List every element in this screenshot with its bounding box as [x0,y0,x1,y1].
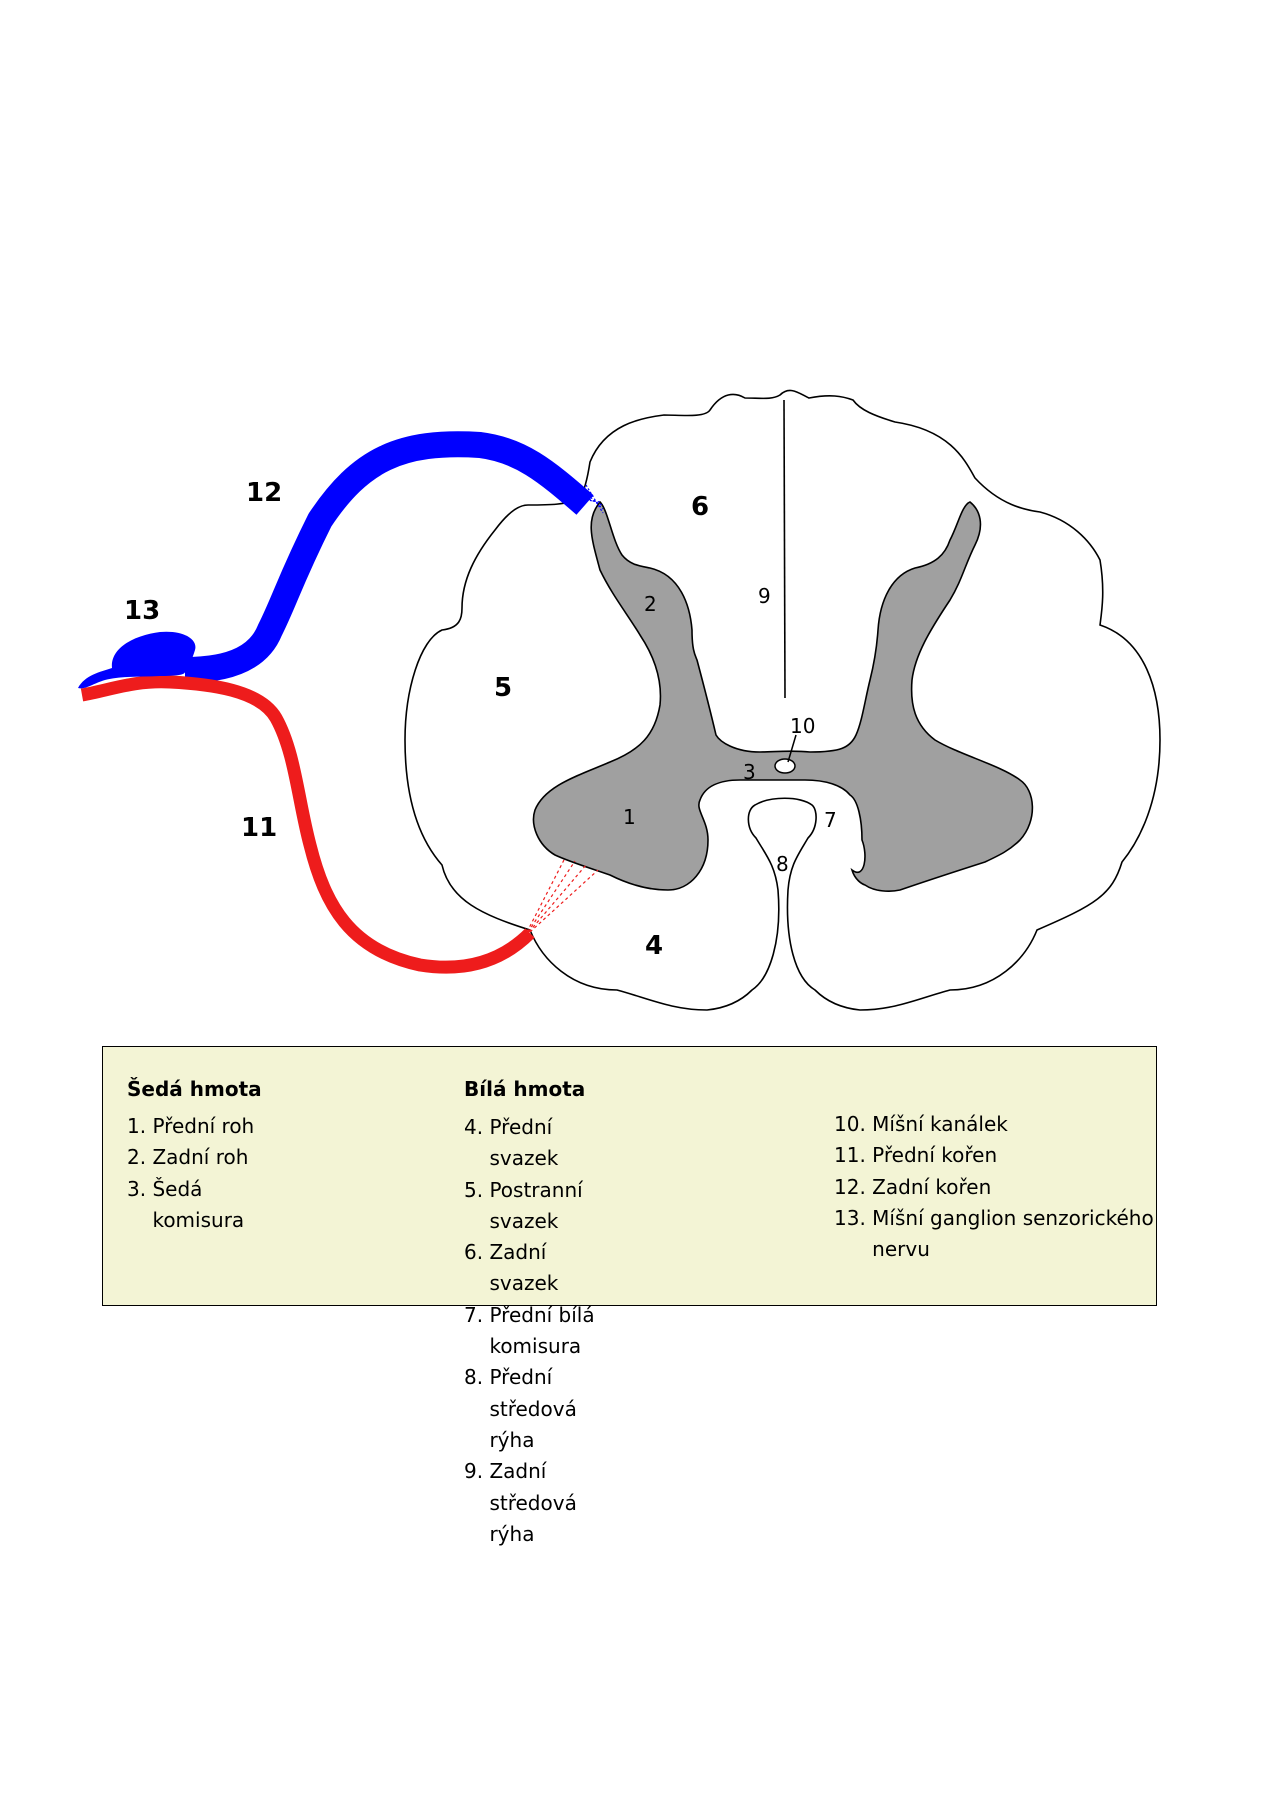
legend-item: 3. Šedá komisura [127,1174,244,1237]
legend-item: 6. Zadní svazek [464,1237,583,1300]
legend-grey-heading: Šedá hmota [127,1077,262,1101]
legend-box: Šedá hmota 1. Přední roh 2. Zadní roh 3.… [102,1046,1157,1546]
legend-item-text: Postranní svazek [489,1177,583,1233]
legend-item: 2. Zadní roh [127,1142,248,1173]
white-matter-outline [404,389,1161,1011]
legend-item: 5. Postranní svazek [464,1175,583,1238]
legend-item-text: Zadní svazek [489,1240,559,1296]
legend-item-number: 7. [464,1302,484,1327]
legend-item-number: 9. [464,1459,484,1484]
legend-item: 12. Zadní kořen [834,1172,1162,1203]
label-11: 11 [241,813,277,843]
legend-item-text: Zadní středová rýha [489,1459,577,1546]
legend-white-list: 4. Přední svazek 5. Postranní svazek 6. … [464,1112,595,1550]
label-8: 8 [776,852,789,876]
posterior-root [184,431,594,683]
legend-item-number: 11. [834,1143,866,1168]
spinal-ganglion [78,631,196,689]
label-4: 4 [645,931,663,961]
legend-item: 7. Přední bílá komisura [464,1300,595,1363]
label-2: 2 [644,592,657,616]
legend-item: 8. Přední středová rýha [464,1362,583,1456]
label-12: 12 [246,478,282,508]
label-10: 10 [790,714,815,738]
legend-item-number: 4. [464,1115,484,1139]
legend-grey-list: 1. Přední roh 2. Zadní roh 3. Šedá komis… [127,1111,254,1237]
central-canal-leader [787,734,797,763]
legend-item-number: 2. [127,1145,147,1170]
label-5: 5 [494,673,512,703]
label-1: 1 [623,805,636,829]
legend-item-text: Šedá komisura [152,1176,245,1232]
legend-item: 13. Míšní ganglion senzorického nervu [834,1203,1162,1266]
legend-white-heading: Bílá hmota [464,1077,586,1101]
legend-item-number: 8. [464,1365,484,1390]
label-13: 13 [124,596,160,626]
legend-item-text: Přední svazek [489,1115,559,1171]
legend-item-text: Přední kořen [872,1143,998,1168]
legend-item-text: Zadní roh [152,1145,249,1170]
legend-item-text: Míšní ganglion senzorického nervu [872,1205,1154,1262]
legend-item-text: Přední bílá komisura [489,1302,595,1359]
legend-item-number: 1. [127,1114,147,1138]
legend-item-text: Přední roh [152,1114,255,1138]
grey-matter [532,500,1034,892]
legend-item-text: Míšní kanálek [872,1112,1008,1136]
anterior-root-fibres [526,857,599,933]
label-7: 7 [824,808,837,832]
label-6: 6 [691,492,709,522]
legend-item-text: Zadní kořen [872,1174,992,1199]
legend-item-number: 12. [834,1174,866,1199]
legend-item: 10. Míšní kanálek [834,1109,1162,1140]
legend-item-number: 10. [834,1112,866,1136]
label-9: 9 [758,584,771,608]
legend-item-number: 13. [834,1205,866,1230]
legend-other-list: 10. Míšní kanálek 11. Přední kořen 12. Z… [834,1109,1162,1265]
legend-item-number: 3. [127,1176,147,1201]
legend-item: 4. Přední svazek [464,1112,583,1175]
central-canal [774,758,796,774]
legend-item: 9. Zadní středová rýha [464,1456,583,1550]
anterior-root [80,675,535,974]
legend-item: 1. Přední roh [127,1111,254,1142]
posterior-median-sulcus [783,399,786,699]
posterior-root-fibres [573,484,604,514]
legend-item-number: 5. [464,1177,484,1202]
legend-item-number: 6. [464,1240,484,1265]
legend-item-text: Přední středová rýha [489,1365,577,1452]
label-3: 3 [743,760,756,784]
legend-item: 11. Přední kořen [834,1140,1162,1171]
